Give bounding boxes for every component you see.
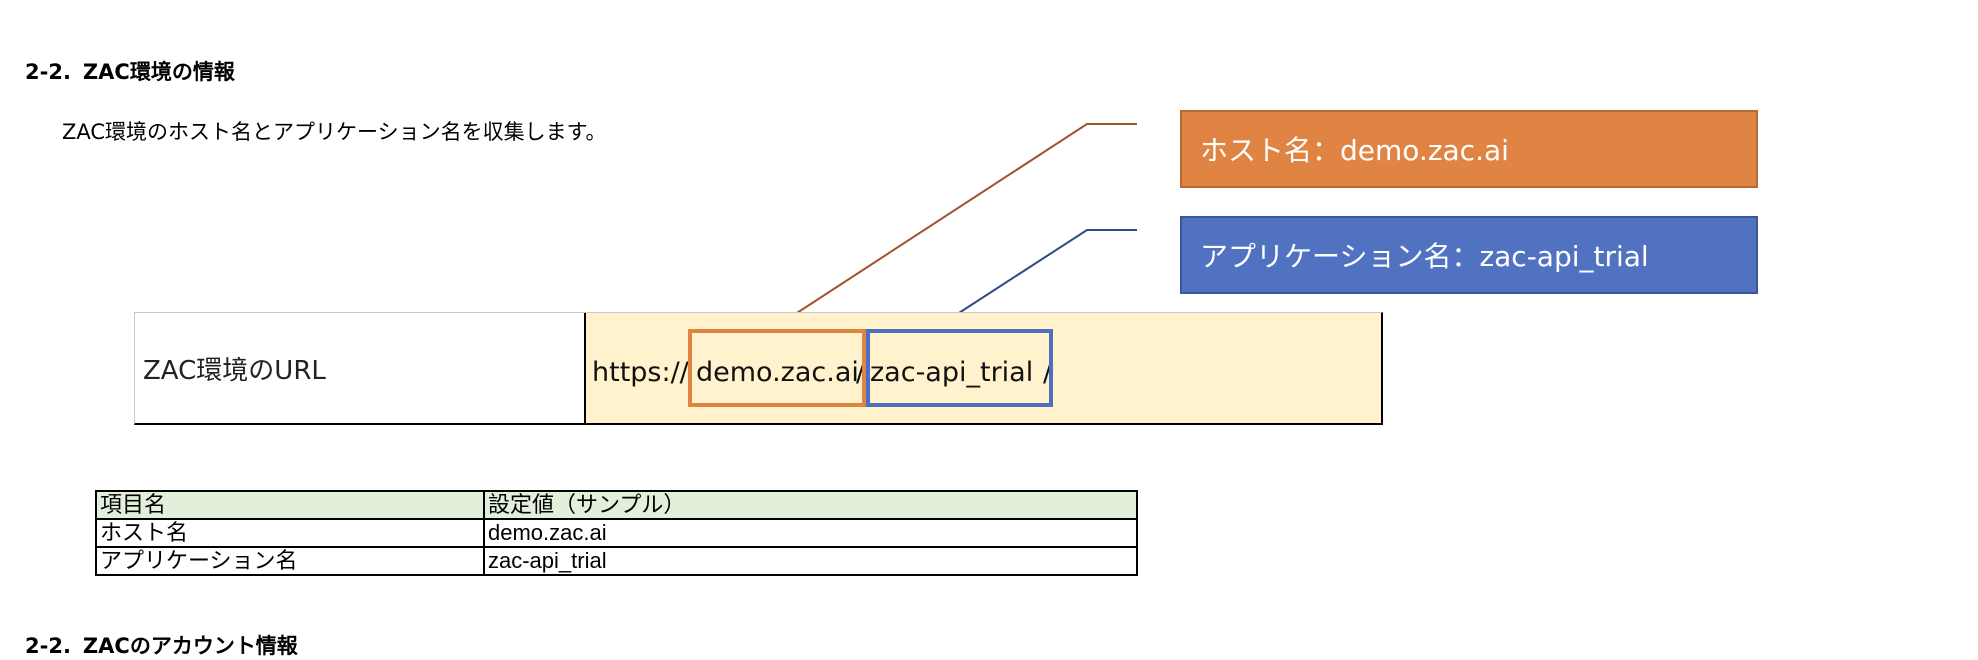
table-cell: zac-api_trial: [483, 546, 1138, 576]
table-header-row: 項目名 設定値（サンプル）: [95, 490, 1138, 520]
app-callout: アプリケーション名：zac-api_trial: [1180, 216, 1758, 294]
section-heading: 2-2. ZAC環境の情報: [25, 56, 235, 86]
section-title: ZAC環境の情報: [82, 60, 235, 84]
table-cell: demo.zac.ai: [483, 518, 1138, 548]
host-highlight-box: [688, 329, 866, 407]
url-app: zac-api_trial: [870, 357, 1034, 388]
url-suffix: /: [1043, 357, 1053, 388]
table-cell: ホスト名: [95, 518, 485, 548]
section-heading: 2-2. ZACのアカウント情報: [25, 630, 298, 660]
url-prefix: https://: [592, 357, 689, 388]
app-highlight-box: [866, 329, 1053, 407]
table-row: ホスト名 demo.zac.ai: [95, 518, 1138, 548]
url-separator: /: [856, 357, 866, 388]
host-connector-line: [779, 123, 1137, 325]
table-cell: アプリケーション名: [95, 546, 485, 576]
table-header-cell: 設定値（サンプル）: [483, 490, 1138, 520]
section-title: ZACのアカウント情報: [82, 634, 298, 658]
info-table: 項目名 設定値（サンプル） ホスト名 demo.zac.ai アプリケーション名…: [95, 490, 1138, 576]
url-box: ZAC環境のURL https:// demo.zac.ai zac-api_t…: [134, 312, 1383, 425]
url-label: ZAC環境のURL: [143, 355, 326, 386]
table-row: アプリケーション名 zac-api_trial: [95, 546, 1138, 576]
section-number: 2-2.: [25, 634, 71, 658]
url-host: demo.zac.ai: [696, 357, 859, 388]
url-value: https:// demo.zac.ai zac-api_trial / /: [584, 313, 1381, 423]
app-connector-line: [944, 229, 1137, 323]
section-number: 2-2.: [25, 60, 71, 84]
section-description: ZAC環境のホスト名とアプリケーション名を収集します。: [62, 120, 607, 144]
host-callout: ホスト名：demo.zac.ai: [1180, 110, 1758, 188]
table-header-cell: 項目名: [95, 490, 485, 520]
